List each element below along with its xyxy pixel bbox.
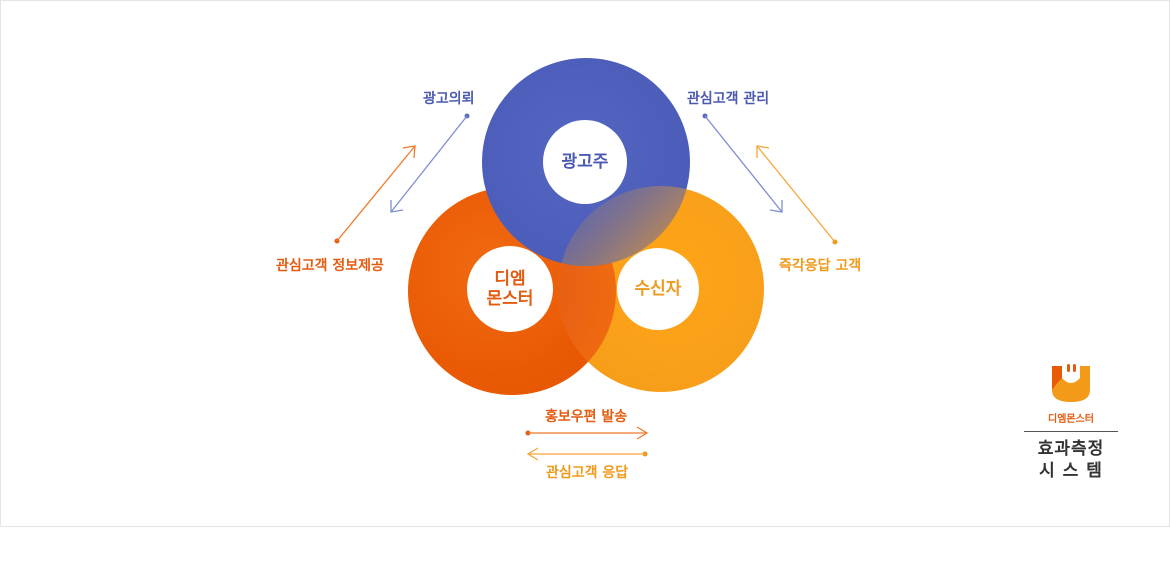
customer-reply-arrow — [526, 447, 648, 461]
instant-reply-label: 즉각응답 고객 — [779, 258, 862, 274]
customer-info-arrow — [334, 145, 416, 244]
system-logo: 디엠몬스터 효과측정 시 스 템 — [1023, 362, 1119, 482]
logo-divider — [1024, 431, 1118, 432]
customer-mgmt-label: 관심고객 관리 — [687, 91, 770, 107]
customer-reply-label: 관심고객 응답 — [546, 465, 629, 481]
receiver-label: 수신자 — [634, 279, 682, 299]
dmonster-mascot-icon — [1052, 364, 1090, 402]
advertiser-node: 광고주 — [543, 120, 627, 204]
receiver-node: 수신자 — [617, 248, 699, 330]
logo-title-line2: 시 스 템 — [1039, 461, 1103, 481]
logo-title-line1: 효과측정 — [1037, 439, 1105, 459]
logo-brand: 디엠몬스터 — [1048, 414, 1094, 425]
instant-reply-arrow — [756, 145, 838, 245]
customer-info-label: 관심고객 정보제공 — [276, 258, 384, 274]
advertiser-label: 광고주 — [561, 152, 609, 172]
dmonster-node: 디엠 몬스터 — [467, 246, 553, 332]
ad-request-arrow — [390, 113, 470, 213]
mail-send-arrow — [525, 426, 649, 440]
mail-send-label: 홍보우편 발송 — [545, 409, 628, 425]
customer-mgmt-arrow — [702, 113, 783, 213]
dmonster-label-line1: 디엠 — [494, 269, 526, 289]
dmonster-label-line2: 몬스터 — [486, 289, 534, 309]
ad-request-label: 광고의뢰 — [423, 91, 475, 107]
